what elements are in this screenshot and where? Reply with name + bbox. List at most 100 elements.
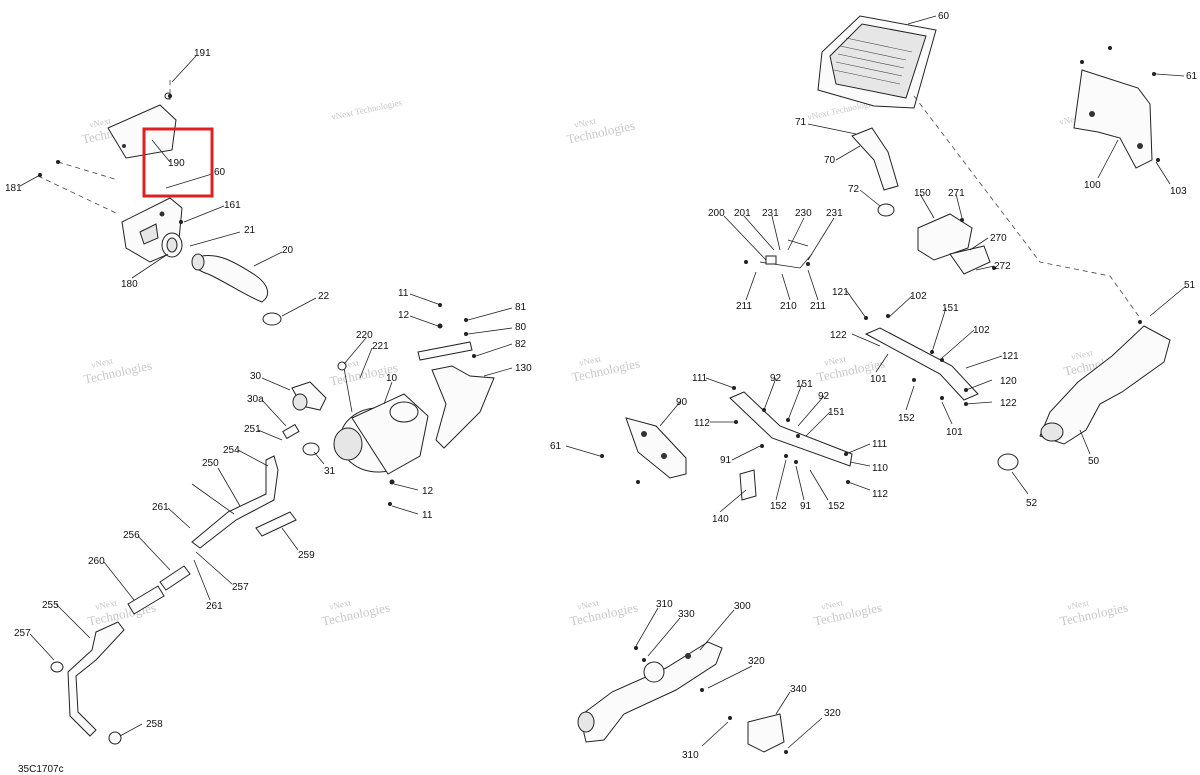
callout-label: 122 (830, 330, 847, 341)
callout-label: 231 (826, 208, 843, 219)
part-drawings (37, 15, 1171, 754)
callout-label: 110 (872, 463, 888, 474)
callout-label: 180 (121, 279, 138, 290)
part-clamp-31 (302, 442, 320, 456)
callout-label: 320 (748, 656, 765, 667)
highlight-box[interactable] (142, 127, 214, 198)
callout-label: 11 (422, 510, 433, 521)
callout-label: 161 (224, 200, 241, 211)
callout-label: 92 (818, 391, 830, 402)
watermark-line1: vNext (576, 597, 600, 611)
part-hose-259 (255, 511, 297, 537)
callout-label: 90 (676, 397, 688, 408)
callout-label: 181 (5, 183, 22, 194)
callout-label: 211 (810, 301, 826, 312)
callout-label: 257 (14, 628, 31, 639)
callout-label: 230 (795, 208, 812, 219)
part-coolant-tube-250 (191, 455, 279, 549)
callout-label: 121 (832, 287, 849, 298)
callout-label: 320 (824, 708, 841, 719)
callout-label: 250 (202, 458, 219, 469)
part-hose-260 (127, 585, 165, 615)
callout-label: 111 (692, 373, 708, 384)
callout-label: 151 (796, 379, 813, 390)
callout-label: 61 (550, 441, 562, 452)
callout-label: 152 (828, 501, 845, 512)
fasteners (38, 46, 1160, 754)
callout-label: 121 (1002, 351, 1019, 362)
callout-label: 21 (244, 225, 256, 236)
callout-label: 211 (736, 301, 752, 312)
callout-label: 152 (770, 501, 787, 512)
callout-label: 310 (656, 599, 673, 610)
part-oil-line-220 (337, 361, 353, 413)
callout-label: 256 (123, 530, 140, 541)
diagram-code: 35C1707c (18, 764, 64, 775)
watermark-line1: vNext (1070, 347, 1094, 361)
callout-label: 102 (973, 325, 990, 336)
callout-label: 257 (232, 582, 249, 593)
callout-label: 80 (515, 322, 527, 333)
callout-label: 255 (42, 600, 59, 611)
callout-label: 231 (762, 208, 779, 219)
watermark-line1: vNext (573, 115, 597, 129)
callout-label: 100 (1084, 180, 1101, 191)
callout-label: 60 (938, 11, 950, 22)
part-sensor-200 (759, 239, 813, 269)
part-clip-140 (739, 469, 757, 501)
callout-label: 30 (250, 371, 262, 382)
part-bracket-100 (1073, 69, 1153, 169)
callout-label: 12 (398, 310, 410, 321)
callout-label: 200 (708, 208, 725, 219)
callout-label: 260 (88, 556, 105, 567)
callout-label: 82 (515, 339, 527, 350)
callout-label: 140 (712, 514, 729, 525)
part-bracket-80 (417, 341, 473, 361)
part-hose-256 (159, 565, 191, 591)
callout-label: 81 (515, 302, 527, 313)
part-clamp-257 (50, 661, 64, 673)
part-bracket-150 (917, 213, 973, 261)
callout-label: 201 (734, 208, 751, 219)
callout-label: 120 (1000, 376, 1017, 387)
callout-label: 272 (994, 261, 1011, 272)
leader-dashed (37, 175, 119, 215)
callout-label: 10 (386, 373, 398, 384)
part-intercooler-60 (817, 15, 937, 109)
callout-label: 340 (790, 684, 807, 695)
callout-label: 220 (356, 330, 373, 341)
watermark-line1: vNext (823, 353, 847, 367)
callout-label: 261 (152, 502, 169, 513)
watermark-line1: vNext (578, 353, 602, 367)
callout-label: 51 (1184, 280, 1196, 291)
callout-label: 259 (298, 550, 315, 561)
part-hose-255 (67, 621, 125, 737)
part-clamp-72 (877, 203, 895, 217)
callout-label: 11 (398, 288, 409, 299)
callout-label: 91 (720, 455, 732, 466)
callout-label: 270 (990, 233, 1007, 244)
part-intake-hose-20 (191, 253, 269, 303)
callout-label: 112 (872, 489, 888, 500)
callout-label: 258 (146, 719, 163, 730)
callout-label: 191 (194, 48, 211, 59)
callout-label: 61 (1186, 71, 1198, 82)
leader-lines (19, 15, 1187, 749)
part-frame-300 (577, 641, 723, 743)
callout-label: 70 (824, 155, 836, 166)
callout-label: 254 (223, 445, 240, 456)
part-clamp-22 (262, 312, 282, 326)
part-shield-plate-190 (107, 92, 177, 159)
callout-label: 20 (282, 245, 294, 256)
callout-label: 261 (206, 601, 223, 612)
watermark-line1: vNext (90, 355, 114, 369)
callout-label: 210 (780, 301, 797, 312)
part-bracket-340 (747, 713, 785, 753)
callout-label: 92 (770, 373, 782, 384)
watermark-line1: vNext (328, 597, 352, 611)
callout-labels: 191 190 60 181 161 21 20 180 22 11 12 81… (5, 11, 1198, 761)
callout-label: 31 (324, 466, 336, 477)
callout-label: 50 (1088, 456, 1100, 467)
